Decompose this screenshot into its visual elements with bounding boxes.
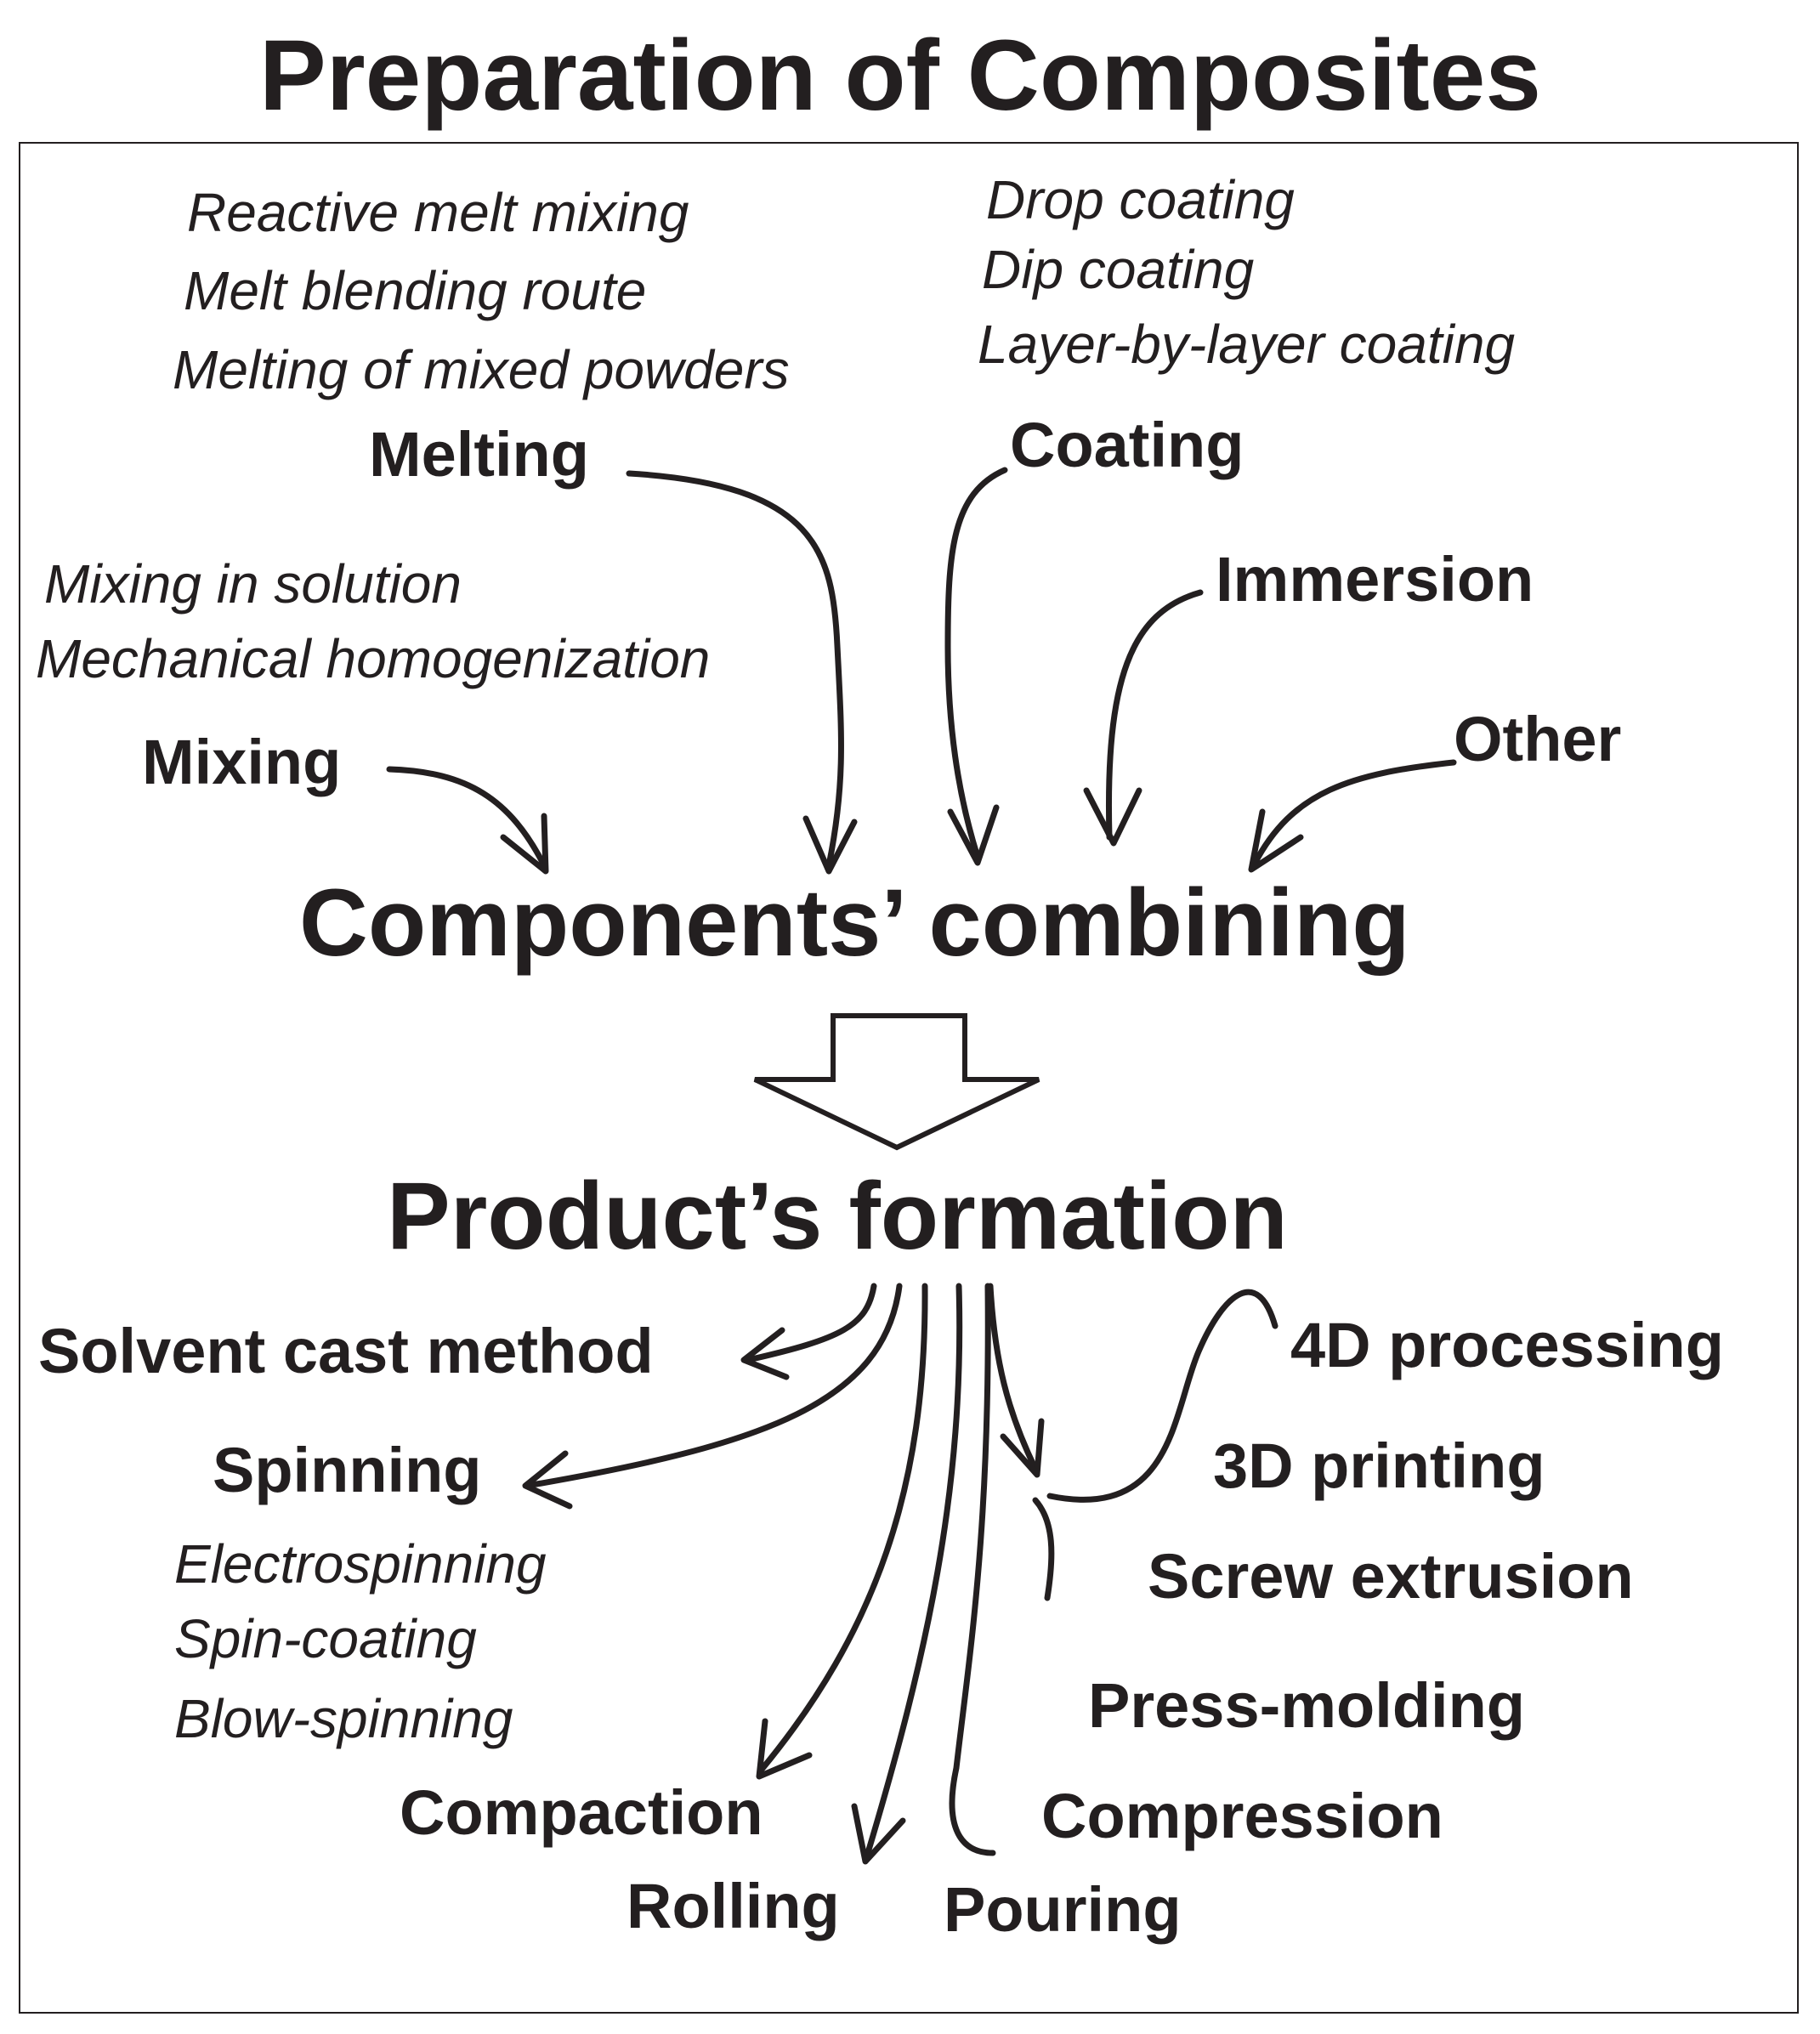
example-text: Electrospinning — [174, 1533, 547, 1595]
method-compression: Compression — [1041, 1781, 1443, 1851]
arrowhead-spinning — [522, 1450, 573, 1510]
arrow-pouring — [949, 1283, 996, 1856]
example-text: Drop coating — [986, 169, 1295, 230]
example-text: Reactive melt mixing — [187, 182, 689, 243]
method-immersion: Immersion — [1216, 544, 1534, 615]
arrow-compaction — [757, 1283, 928, 1774]
arrowhead-coating — [947, 804, 1000, 866]
diagram-frame — [19, 142, 1799, 2014]
method-solvent-cast: Solvent cast method — [38, 1316, 654, 1386]
hollow-down-arrow — [753, 1013, 1040, 1151]
example-text: Blow-spinning — [174, 1688, 513, 1749]
arrow-mixing — [386, 766, 547, 869]
method-3d-printing: 3D printing — [1213, 1431, 1545, 1501]
method-rolling: Rolling — [627, 1871, 840, 1941]
method-4d-processing: 4D processing — [1290, 1310, 1724, 1380]
combining-heading: Components’ combining — [299, 870, 1410, 976]
arrow-rolling — [864, 1283, 963, 1859]
arrowhead-right-group — [1000, 1418, 1045, 1478]
brace-stem — [1032, 1497, 1055, 1601]
arrowhead-compaction — [756, 1718, 813, 1780]
formation-heading: Product’s formation — [387, 1163, 1288, 1269]
arrowhead-mixing — [500, 813, 549, 875]
arrowhead-rolling — [851, 1803, 906, 1865]
arrowhead-immersion — [1083, 787, 1142, 847]
arrow-coating — [944, 467, 1008, 860]
method-pouring: Pouring — [944, 1874, 1182, 1945]
example-text: Dip coating — [982, 239, 1255, 300]
example-text: Mixing in solution — [44, 553, 462, 615]
brace-right-group — [1046, 1289, 1279, 1503]
arrow-melting — [626, 470, 844, 869]
arrow-right-group — [987, 1283, 1039, 1472]
example-text: Layer-by-layer coating — [978, 314, 1516, 375]
example-text: Melting of mixed powders — [173, 339, 790, 400]
method-melting: Melting — [369, 419, 589, 490]
example-text: Melt blending route — [184, 260, 647, 321]
method-coating: Coating — [1010, 410, 1245, 480]
example-text: Spin-coating — [174, 1608, 477, 1669]
method-other: Other — [1454, 704, 1622, 774]
arrow-spinning — [524, 1283, 903, 1489]
arrow-other — [1250, 759, 1457, 869]
method-mixing: Mixing — [142, 727, 342, 797]
arrow-solvent-cast — [745, 1283, 877, 1363]
arrowhead-melting — [802, 815, 858, 875]
method-screw-extrusion: Screw extrusion — [1148, 1541, 1634, 1612]
arrow-immersion — [1106, 589, 1204, 841]
example-text: Mechanical homogenization — [36, 628, 711, 689]
diagram-title: Preparation of Composites — [259, 20, 1542, 132]
method-spinning: Spinning — [213, 1435, 482, 1505]
arrowhead-other — [1248, 808, 1304, 873]
method-compaction: Compaction — [400, 1777, 763, 1848]
arrowhead-solvent-cast — [740, 1327, 790, 1380]
method-press-molding: Press-molding — [1088, 1670, 1525, 1741]
